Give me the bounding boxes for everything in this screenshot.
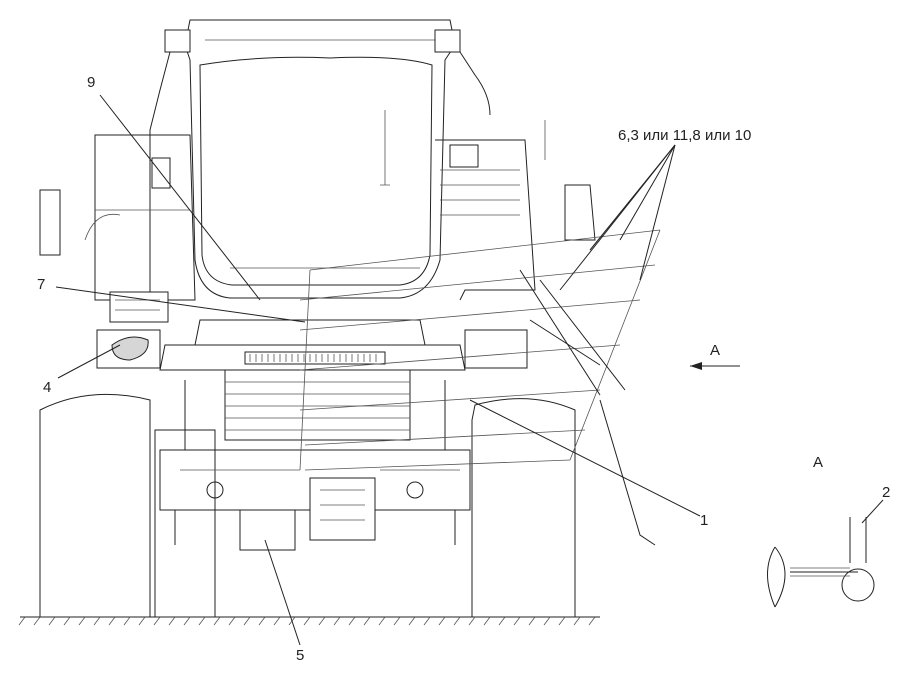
leader-lines [55, 94, 884, 646]
box-4 [96, 329, 161, 369]
callout-2: 2 [882, 484, 891, 501]
callout-7: 7 [37, 276, 46, 293]
callout-1: 1 [700, 512, 709, 529]
front-axle [159, 380, 471, 551]
callout-5: 5 [296, 647, 305, 664]
view-arrow-a [690, 362, 740, 370]
callout-4: 4 [43, 379, 52, 396]
cabin [149, 19, 491, 300]
ramp-outline [299, 229, 661, 546]
front-frame [159, 319, 466, 441]
view-a-detail [767, 517, 875, 608]
right-wheel [471, 398, 576, 617]
ground-line [18, 616, 600, 626]
callout-9: 9 [87, 74, 96, 91]
right-body [435, 120, 596, 369]
view-a-title: A [813, 454, 824, 471]
left-body [39, 134, 196, 323]
callout-6-3-or-11-8-or-10: 6,3 или 11,8 или 10 [618, 127, 752, 144]
view-arrow-a-label: A [710, 342, 721, 359]
left-wheel [39, 393, 216, 617]
